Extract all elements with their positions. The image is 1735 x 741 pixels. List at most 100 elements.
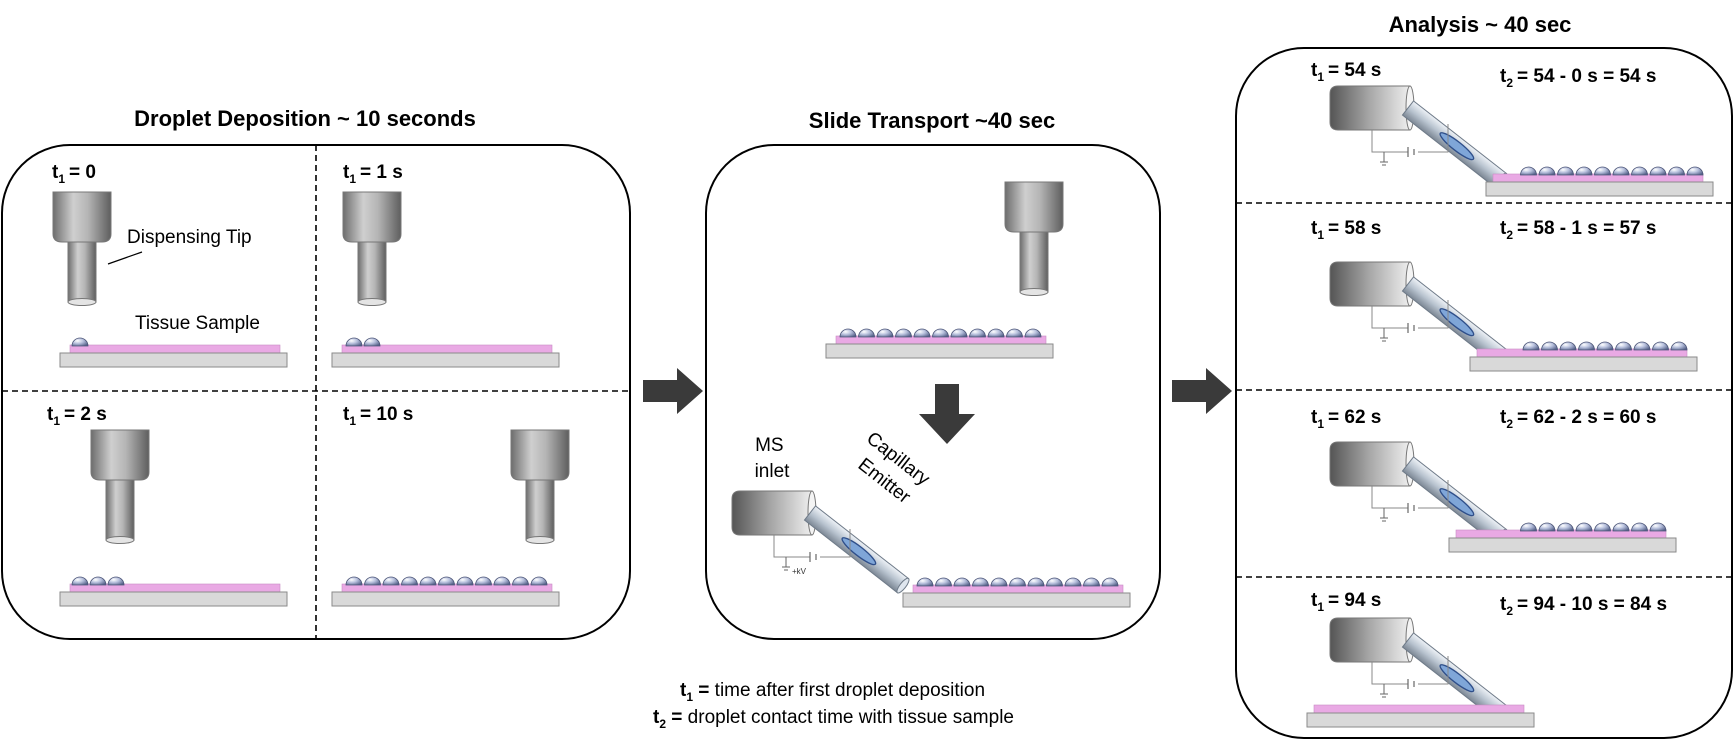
droplet	[1631, 166, 1648, 176]
time-label: t1= 10 s	[343, 404, 413, 428]
droplet	[1615, 341, 1632, 351]
deposition-title: Droplet Deposition ~ 10 seconds	[134, 106, 476, 131]
droplet	[493, 576, 511, 586]
deposition-quadrant: t1= 2 s	[47, 404, 288, 607]
droplet	[1594, 166, 1611, 176]
analysis-title: Analysis ~ 40 sec	[1389, 12, 1572, 37]
droplet	[475, 576, 492, 586]
droplet	[1009, 577, 1026, 587]
droplet	[530, 576, 548, 586]
droplet-row	[345, 576, 548, 586]
droplet	[1083, 577, 1100, 587]
droplet	[1520, 522, 1537, 532]
t2-label: t2= 62 - 2 s = 60 s	[1500, 407, 1656, 431]
droplet	[1594, 522, 1611, 532]
droplet	[1575, 166, 1593, 176]
tissue-sample-label: Tissue Sample	[135, 313, 260, 334]
droplet	[345, 337, 363, 347]
droplet	[1670, 341, 1688, 351]
droplet	[364, 576, 381, 586]
droplet	[363, 337, 381, 347]
transport-title: Slide Transport ~40 sec	[809, 108, 1055, 133]
analysis-row: t1= 58 s t2= 58 - 1 s = 57 s	[1311, 218, 1698, 372]
droplet	[1612, 522, 1630, 532]
droplet	[916, 577, 934, 587]
droplet	[456, 576, 474, 586]
droplet	[1520, 166, 1537, 176]
droplet	[71, 337, 89, 347]
droplet	[71, 576, 89, 586]
droplet	[1024, 328, 1042, 338]
legend-t2: t2 = droplet contact time with tissue sa…	[653, 707, 1014, 731]
droplet	[89, 576, 107, 586]
dispensing-tip	[510, 429, 570, 544]
analysis-row: t1= 62 s t2= 62 - 2 s = 60 s	[1311, 407, 1677, 553]
droplet	[512, 576, 529, 586]
down-arrow	[919, 384, 975, 444]
t2-label: t2= 94 - 10 s = 84 s	[1500, 594, 1667, 618]
droplet	[1522, 341, 1540, 351]
deposition-panel: t1= 0 Dispensing Tip Tissue Sample t1= 1…	[1, 144, 631, 640]
time-label: t1= 0	[52, 162, 96, 186]
droplet	[972, 577, 989, 587]
dispensing-tip	[90, 429, 150, 544]
droplet	[1649, 166, 1667, 176]
droplet	[1006, 328, 1023, 338]
t2-label: t2= 54 - 0 s = 54 s	[1500, 66, 1656, 90]
deposition-quadrant: t1= 10 s	[331, 404, 570, 607]
deposition-quadrant: t1= 1 s	[331, 162, 560, 368]
t1-label: t1= 62 s	[1311, 407, 1381, 431]
droplet	[1541, 341, 1558, 351]
droplet	[1578, 341, 1595, 351]
droplet	[935, 577, 952, 587]
voltage-label: +kV	[792, 567, 807, 576]
droplet	[1652, 341, 1669, 351]
droplet	[858, 328, 875, 338]
time-label: t1= 1 s	[343, 162, 403, 186]
transport-panel: +kV MS inlet Capillary Emitter	[705, 144, 1161, 640]
droplet	[1538, 166, 1556, 176]
droplet	[1596, 341, 1614, 351]
analysis-row: t1= 54 s t2= 54 - 0 s = 54 s	[1311, 60, 1714, 197]
dispensing-tip	[52, 191, 112, 306]
droplet	[401, 576, 418, 586]
droplet	[382, 576, 400, 586]
legend: t1 = time after first droplet deposition…	[653, 680, 1014, 731]
droplet	[1612, 166, 1630, 176]
droplet-row	[916, 577, 1119, 587]
droplet	[969, 328, 986, 338]
droplet	[913, 328, 931, 338]
droplet	[950, 328, 968, 338]
droplet	[1631, 522, 1648, 532]
droplet	[1686, 166, 1704, 176]
t1-label: t1= 58 s	[1311, 218, 1381, 242]
t1-label: t1= 94 s	[1311, 590, 1381, 614]
droplet-row	[839, 328, 1042, 338]
analysis-row: t1= 94 s t2= 94 - 10 s = 84 s	[1306, 590, 1667, 728]
droplet	[876, 328, 894, 338]
droplet	[345, 576, 363, 586]
droplet	[953, 577, 971, 587]
ms-inlet-emitter	[731, 490, 912, 596]
droplet	[1649, 522, 1667, 532]
ms-inlet-label: MS inlet	[755, 435, 791, 482]
dispensing-tip-label: Dispensing Tip	[127, 227, 252, 248]
t2-label: t2= 58 - 1 s = 57 s	[1500, 218, 1656, 242]
legend-t1: t1 = time after first droplet deposition	[680, 680, 985, 704]
droplet	[1046, 577, 1063, 587]
droplet	[1027, 577, 1045, 587]
droplet	[839, 328, 857, 338]
ms-inlet-emitter	[1329, 85, 1510, 191]
droplet	[1575, 522, 1593, 532]
right-arrow	[1172, 368, 1232, 414]
droplet	[1668, 166, 1685, 176]
capillary-emitter-label: Capillary Emitter	[846, 428, 937, 514]
right-arrow	[643, 368, 703, 414]
droplet	[1101, 577, 1119, 587]
droplet	[895, 328, 912, 338]
droplet	[419, 576, 437, 586]
t1-label: t1= 54 s	[1311, 60, 1381, 84]
analysis-panel: t1= 54 s t2= 54 - 0 s = 54 s t1= 58 s t2…	[1235, 47, 1733, 739]
droplet	[1559, 341, 1577, 351]
